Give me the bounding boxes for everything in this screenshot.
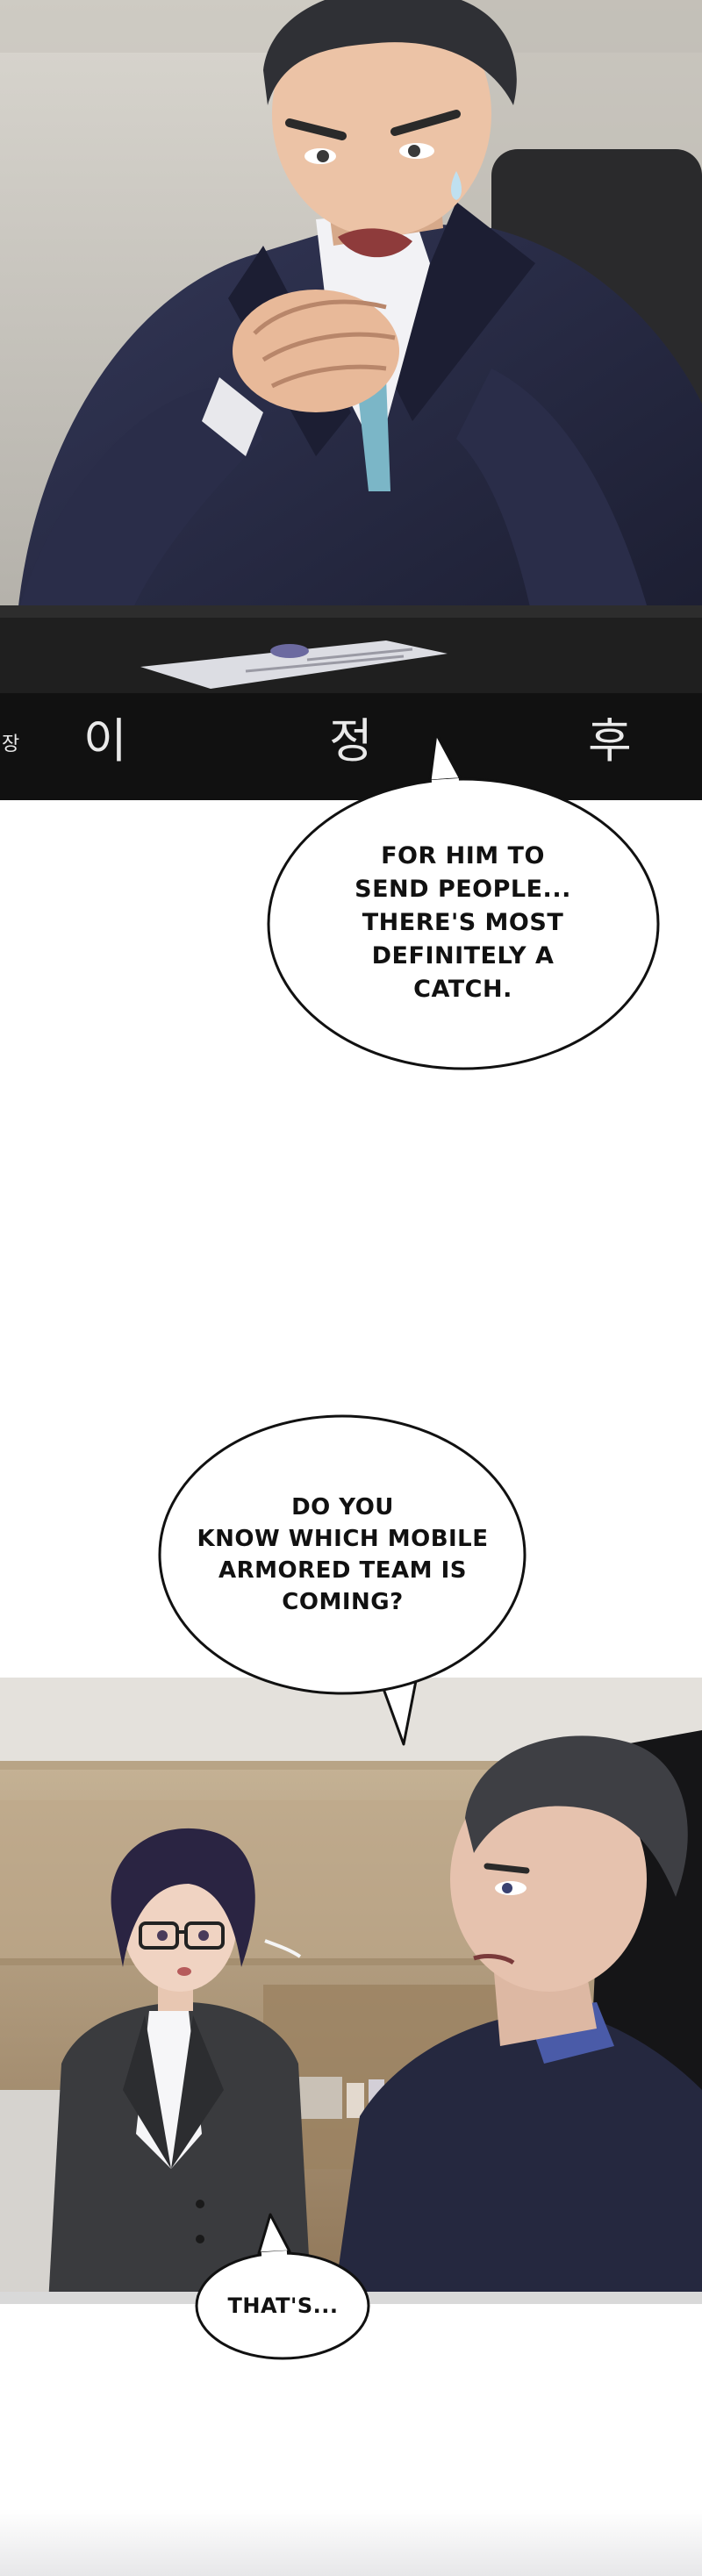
speech-bubble-thats: THAT'S... — [193, 2211, 373, 2360]
panel-office-art — [0, 1678, 702, 2304]
speech-bubble-thats-shape — [195, 2213, 370, 2360]
man-suit — [333, 2011, 702, 2304]
nameplate-char-4: 후 — [588, 713, 632, 769]
nameplate-char-1: 장 — [2, 733, 20, 755]
woman-hair — [111, 1828, 255, 1967]
panel-man-at-desk-art — [0, 0, 702, 800]
panel-office-conversation — [0, 1678, 702, 2304]
man-hair — [263, 0, 517, 105]
nameplate — [0, 693, 702, 800]
speech-bubble-which-team: DO YOU KNOW WHICH MOBILE ARMORED TEAM IS… — [156, 1413, 529, 1746]
bubble-which-team-line-3: ARMORED TEAM IS — [218, 1557, 467, 1584]
nameplate-char-3: 정 — [329, 713, 373, 769]
speech-bubble-which-team-shape — [158, 1414, 526, 1746]
bubble-catch-line-1: FOR HIM TO — [381, 842, 545, 869]
bubble-catch-line-5: CATCH. — [413, 976, 512, 1003]
bubble-catch-line-4: DEFINITELY A — [371, 942, 555, 970]
bubble-which-team-line-4: COMING? — [282, 1589, 404, 1615]
bubble-catch-line-3: THERE'S MOST — [362, 909, 564, 936]
speech-bubble-catch: FOR HIM TO SEND PEOPLE... THERE'S MOST D… — [263, 728, 663, 1072]
bubble-which-team-line-2: KNOW WHICH MOBILE — [197, 1526, 489, 1552]
speech-bubble-catch-shape — [267, 732, 660, 1070]
man-head — [272, 0, 491, 237]
nameplate-char-2: 이 — [83, 713, 127, 769]
panel-man-at-desk: 장 이 정 후 — [0, 0, 702, 800]
bubble-catch-line-2: SEND PEOPLE... — [355, 876, 571, 903]
clasped-hands — [233, 290, 399, 412]
bubble-which-team-line-1: DO YOU — [291, 1494, 394, 1521]
bottom-glow — [0, 2509, 702, 2576]
man-hair — [465, 1735, 688, 1897]
bubble-thats-line-1: THAT'S... — [227, 2293, 339, 2318]
